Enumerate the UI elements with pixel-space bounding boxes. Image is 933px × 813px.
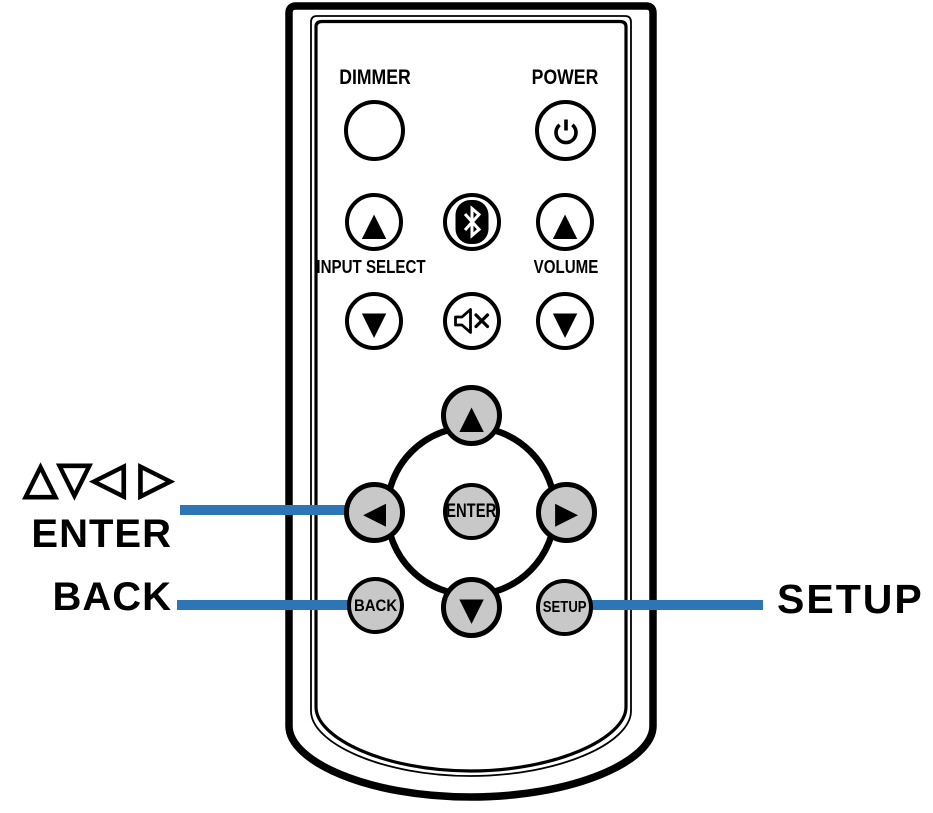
down-triangle-icon: ▼ (361, 303, 387, 342)
up-triangle-icon: ▲ (459, 398, 484, 436)
power-label: POWER (531, 66, 599, 89)
right-triangle-icon: ▶ (554, 496, 579, 531)
volume-up-button: ▲ (536, 193, 594, 251)
back-button: BACK (347, 577, 404, 634)
setup-callout-label: SETUP (777, 576, 924, 622)
volume-label: VOLUME (533, 257, 599, 277)
enter-button: ENTER (443, 483, 500, 540)
down-triangle-icon: ▼ (552, 303, 578, 342)
volume-down-button: ▼ (536, 292, 594, 350)
cursor-up-button: ▲ (441, 385, 502, 446)
input-select-label: INPUT SELECT (316, 257, 426, 277)
up-triangle-icon: ▲ (361, 204, 387, 243)
left-triangle-icon: ◀ (362, 496, 387, 531)
setup-button: SETUP (536, 579, 593, 636)
down-triangle-icon: ▼ (459, 590, 484, 628)
power-icon (553, 119, 578, 144)
dimmer-button (344, 100, 405, 161)
bluetooth-button (443, 193, 501, 251)
callout-line-back (177, 600, 355, 610)
cursor-down-button: ▼ (441, 577, 502, 638)
mute-button (443, 292, 501, 350)
enter-button-label: ENTER (446, 500, 497, 522)
enter-callout-label: ENTER (31, 512, 172, 556)
cursor-keys-callout-label: △▽◁ ▷ (23, 453, 175, 504)
mute-speaker-icon (454, 308, 490, 334)
input-select-up-button: ▲ (345, 193, 403, 251)
power-button (535, 100, 596, 161)
callout-line-setup (588, 600, 763, 610)
input-select-down-button: ▼ (345, 292, 403, 350)
remote-inner-border-thin (310, 15, 632, 777)
back-button-label: BACK (353, 595, 398, 615)
back-callout-label: BACK (52, 575, 172, 619)
callout-line-cursor-enter (180, 505, 352, 515)
dimmer-label: DIMMER (339, 66, 411, 89)
bluetooth-icon (455, 200, 489, 244)
up-triangle-icon: ▲ (552, 204, 578, 243)
cursor-right-button: ▶ (536, 482, 597, 543)
remote-inner-border-thick (314, 19, 628, 773)
setup-button-label: SETUP (542, 598, 587, 616)
cursor-left-button: ◀ (344, 482, 405, 543)
